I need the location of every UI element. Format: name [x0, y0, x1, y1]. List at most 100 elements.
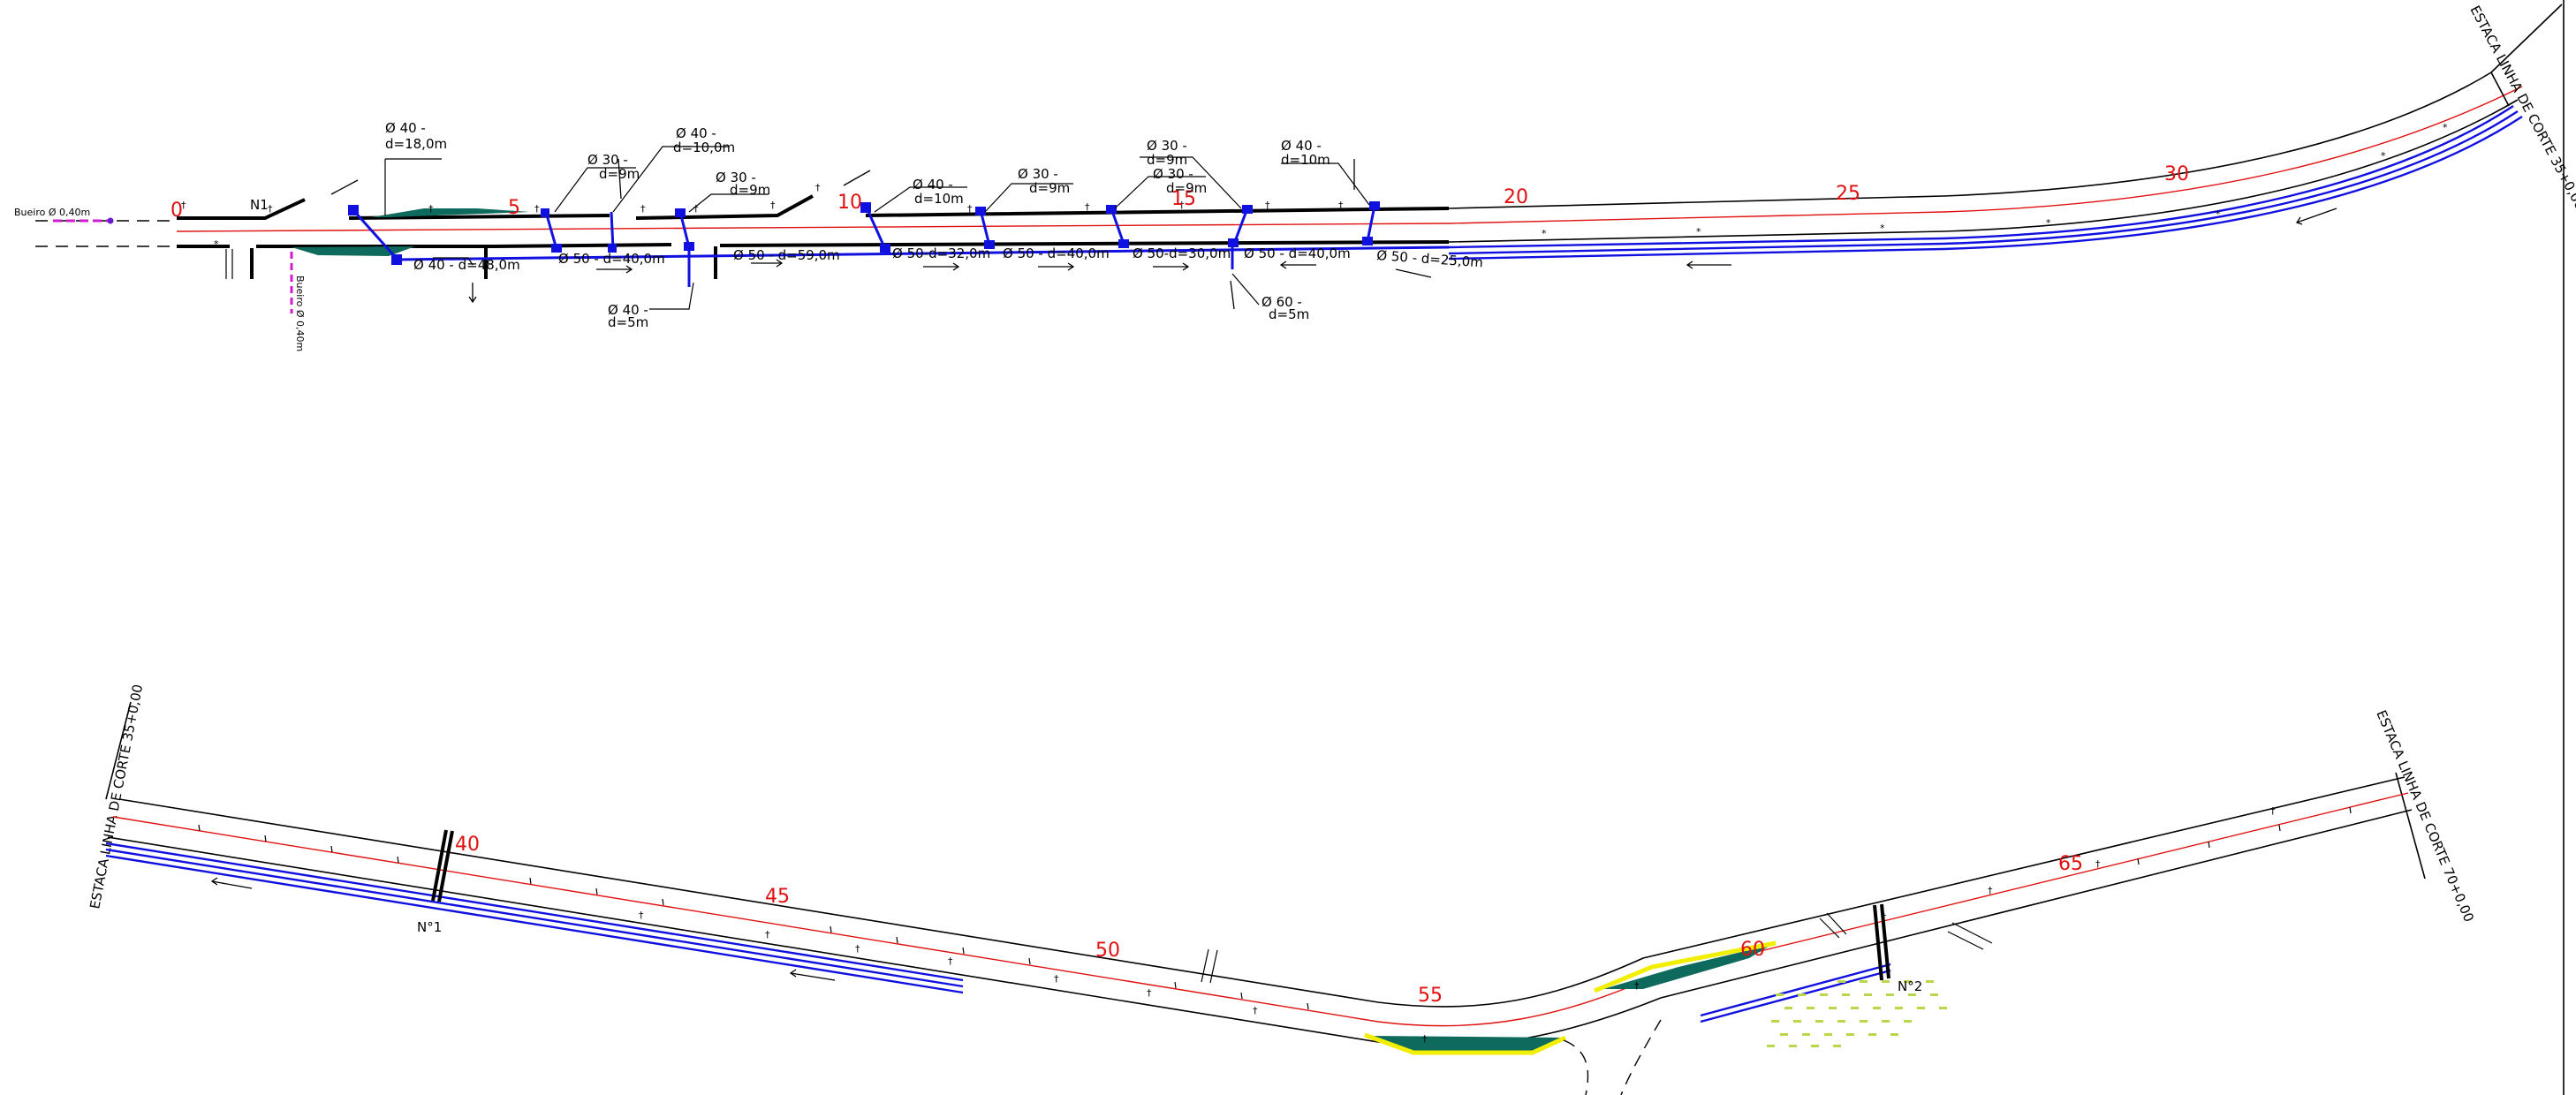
road-edge-top [177, 194, 1450, 220]
station-label: 65 [2058, 853, 2083, 875]
drainage-channel [1700, 963, 1891, 1017]
station-label: 0 [170, 200, 183, 222]
pipe-main [397, 245, 1450, 261]
pipe-label: Ø 50-d=32,0m [892, 245, 990, 261]
svg-text:†: † [1634, 980, 1640, 992]
vegetation-area [1767, 980, 1947, 1047]
slope-fill [1369, 1036, 1564, 1051]
road-edge-bottom [177, 240, 1450, 279]
inlet-box [975, 207, 986, 215]
svg-text:*: * [2443, 122, 2448, 133]
inlet-box [1228, 238, 1239, 247]
bueiro-vertical-label: Bueiro Ø 0,40m [294, 276, 306, 351]
svg-text:†: † [948, 955, 953, 967]
pipe-label: Ø 40 - d=48,0m [413, 257, 520, 273]
pipe-length-label: d=5m [1269, 306, 1309, 322]
station-label: 15 [1171, 188, 1196, 210]
pipe-label: Ø 50 - d=40,0m [558, 251, 665, 267]
pipe-length-label: d=10m [914, 191, 964, 207]
inlet-box [860, 202, 871, 213]
pipe-length-label: d=10,0m [673, 140, 735, 155]
drainage-channel [105, 848, 964, 988]
road-edge-top-curve [1448, 72, 2492, 209]
inlet-box [1369, 201, 1380, 210]
svg-text:†: † [1422, 1033, 1428, 1045]
flow-arrows [330, 158, 2337, 310]
post-markers: † † † † † † † † † † † † † * * * * * * * … [181, 122, 2448, 250]
inlet-box [1106, 205, 1117, 214]
bueiro-label: Bueiro Ø 0,40m [14, 207, 90, 218]
dashed-access-road [1563, 1039, 1589, 1095]
svg-text:†: † [534, 203, 540, 215]
node-label-n1: N°1 [417, 919, 442, 935]
drainage-channel [105, 842, 964, 982]
svg-text:†: † [640, 203, 646, 215]
svg-text:†: † [1085, 201, 1090, 213]
station-label: 20 [1504, 186, 1528, 208]
pipe-length-label: d=5m [608, 314, 648, 330]
svg-text:†: † [1147, 987, 1152, 999]
road-axis [176, 86, 2523, 232]
drainage-channel [1700, 969, 1891, 1023]
svg-text:†: † [770, 200, 776, 211]
cut-line-right [2395, 772, 2426, 880]
flow-arrows [210, 877, 836, 981]
pipe-diameter-label: Ø 30 - [716, 170, 756, 185]
svg-text:†: † [1054, 973, 1059, 985]
inlet-box [880, 244, 890, 253]
pipe-diameter-label: Ø 60 - [1261, 294, 1302, 310]
pipe-diameter-label: Ø 40 - [676, 125, 716, 141]
pipe-length-label: d=9m [1166, 180, 1207, 196]
svg-text:†: † [693, 203, 699, 215]
pipe-length-label: d=9m [1147, 152, 1187, 168]
leader-lines [384, 146, 1370, 310]
svg-text:†: † [1265, 200, 1270, 211]
slope-fill [292, 246, 415, 256]
pipe-length-label: d=10m [1281, 152, 1330, 168]
pipe-diameter-label: Ø 30 - [587, 152, 628, 168]
slope-outline [1364, 1032, 1567, 1055]
post-markers: † † † † † † † † † † † † † [639, 805, 2276, 1045]
pipe-length-label: d=9m [599, 166, 640, 182]
bottom-sheet: ESTACA LINHA DE CORTE 35+0,00 ESTACA LIN… [87, 683, 2477, 1095]
node-label: N1 [250, 197, 269, 213]
cut-line [2490, 72, 2510, 107]
svg-text:†: † [967, 203, 973, 215]
bueiro-marker: Bueiro Ø 0,40m [14, 207, 114, 224]
station-label: 40 [455, 834, 480, 856]
pipe-diameter-label: Ø 40 - [913, 177, 953, 193]
pipe-label: Ø 50 - d=40,0m [1003, 245, 1110, 261]
svg-text:†: † [855, 943, 860, 955]
inlet-box [391, 254, 402, 265]
inlet-box [1118, 239, 1129, 248]
inlet-box [608, 244, 617, 253]
svg-text:†: † [815, 182, 821, 193]
inlet-box [1242, 205, 1253, 214]
svg-text:†: † [639, 910, 644, 921]
pipe-labels-above: Ø 40 - d=18,0m Ø 30 - d=9m Ø 40 - d=10,0… [385, 120, 1330, 207]
drainage-channel [105, 854, 964, 994]
svg-text:*: * [2216, 208, 2221, 220]
svg-text:†: † [428, 203, 434, 215]
svg-text:†: † [268, 203, 273, 215]
pipe-length-label: d=18,0m [385, 136, 447, 152]
pipe-label: Ø 50 - d=25,0m [1376, 247, 1484, 270]
svg-text:*: * [2046, 217, 2051, 229]
cut-label-left: ESTACA LINHA DE CORTE 35+0,00 [87, 683, 146, 910]
svg-text:†: † [2270, 805, 2276, 817]
station-label: 45 [765, 886, 790, 908]
pipe-labels-below: Ø 40 - d=48,0m Ø 50 - d=40,0m Ø 50 - d=5… [413, 245, 1483, 330]
svg-text:†: † [1179, 200, 1185, 211]
drainage-channel [1448, 115, 2523, 261]
svg-text:†: † [1988, 885, 1993, 896]
pipe-diameter-label: Ø 30 - [1018, 166, 1058, 182]
inlet-box [984, 240, 995, 249]
svg-text:†: † [1253, 1005, 1258, 1016]
svg-text:*: * [214, 238, 219, 250]
station-label: 10 [837, 192, 862, 214]
dashed-access-road [1620, 1019, 1662, 1095]
svg-text:*: * [2381, 150, 2386, 162]
station-label: 5 [508, 197, 520, 219]
svg-text:†: † [2095, 858, 2101, 870]
pipe [544, 211, 691, 287]
